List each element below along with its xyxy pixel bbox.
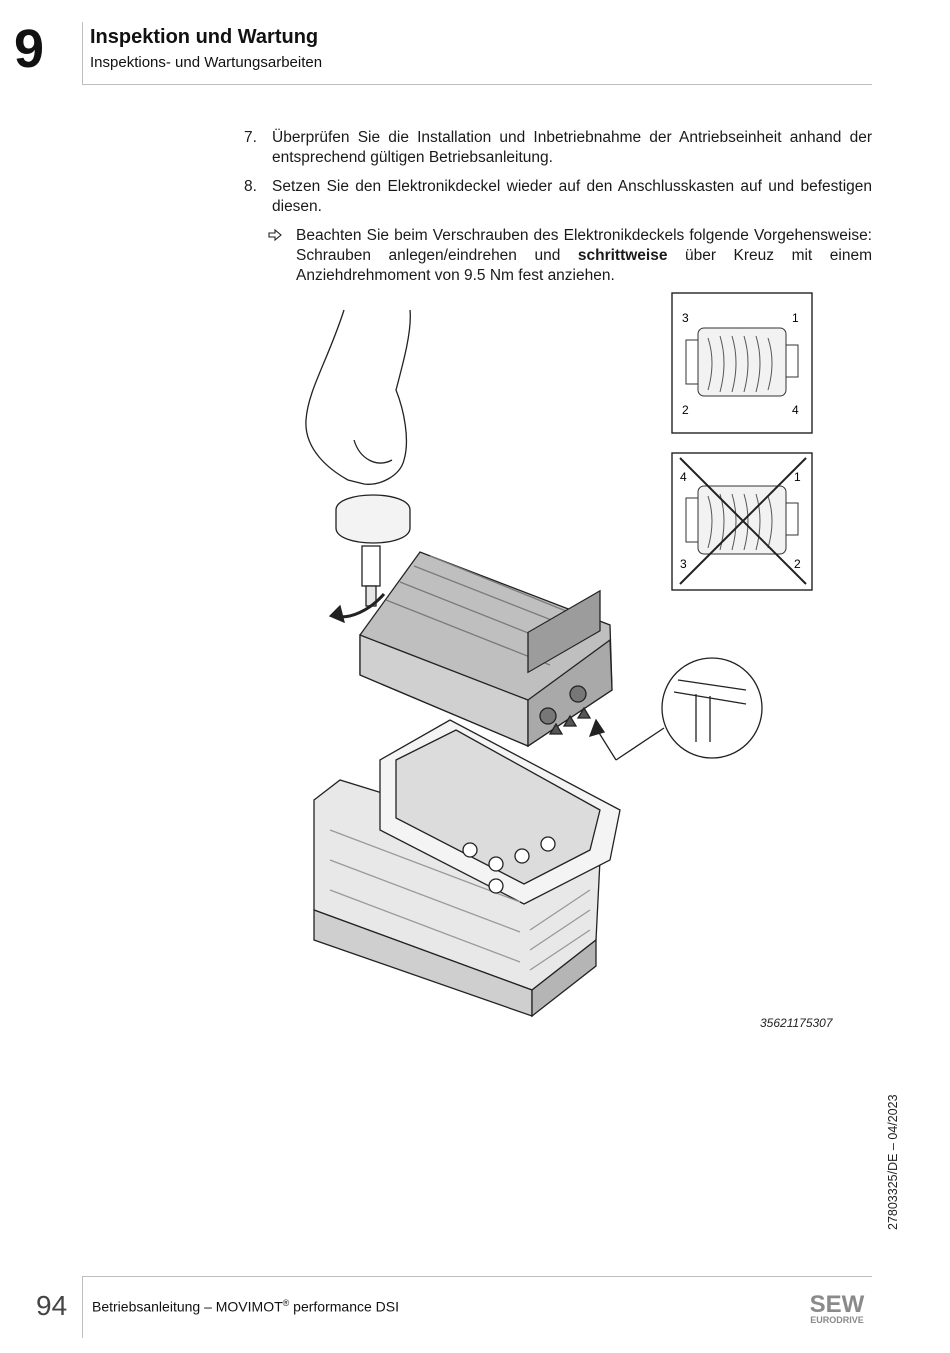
logo-sub-text: EURODRIVE [810, 1315, 864, 1325]
document-title: Betriebsanleitung – MOVIMOT® performance… [92, 1298, 399, 1315]
instruction-steps: 7. Überprüfen Sie die Installation und I… [244, 128, 872, 286]
chapter-number: 9 [14, 19, 45, 79]
step-7: 7. Überprüfen Sie die Installation und I… [244, 128, 872, 168]
registered-mark: ® [282, 1298, 290, 1308]
step-text: Überprüfen Sie die Installation und Inbe… [272, 129, 872, 166]
hint-note: Beachten Sie beim Verschrauben des Elekt… [268, 226, 872, 286]
step-8: 8. Setzen Sie den Elektronikdeckel wiede… [244, 177, 872, 217]
electronics-cover [359, 551, 613, 748]
arrow-outline-icon [268, 226, 296, 286]
document-title-prefix: Betriebsanleitung – MOVIMOT [92, 1298, 283, 1315]
correct-label-top-left: 3 [682, 311, 689, 325]
section-title: Inspektions- und Wartungsarbeiten [90, 54, 323, 71]
correct-label-bottom-right: 4 [792, 403, 799, 417]
document-code: 27803325/DE – 04/2023 [886, 1094, 900, 1230]
step-text: Setzen Sie den Elektronikdeckel wieder a… [272, 178, 872, 215]
footer-divider-horizontal [82, 1276, 872, 1277]
assembly-illustration: 3 1 2 4 4 1 3 2 [305, 292, 813, 1018]
wrong-label-top-right: 1 [794, 470, 801, 484]
sew-eurodrive-logo: SEW EURODRIVE [810, 1291, 865, 1325]
wrong-order-panel: 4 1 3 2 [671, 452, 813, 591]
page-number: 94 [36, 1290, 68, 1321]
logo-main-text: SEW [810, 1291, 865, 1318]
hint-text: Beachten Sie beim Verschrauben des Elekt… [296, 226, 872, 286]
seal-detail-callout [588, 657, 763, 761]
hint-text-part: über Kreuz mit einem Anziehdrehmoment vo… [296, 247, 872, 284]
figure-id: 35621175307 [760, 1016, 833, 1030]
hand-screwdriver [305, 309, 411, 624]
hint-text-part: Beachten Sie beim Verschrauben des Elekt… [296, 227, 872, 264]
header-divider-horizontal [82, 84, 872, 85]
wrong-label-bottom-left: 3 [680, 557, 687, 571]
hint-text-bold: schrittweise [577, 247, 668, 264]
step-number: 7. [244, 129, 257, 146]
correct-label-bottom-left: 2 [682, 403, 689, 417]
step-number: 8. [244, 178, 257, 195]
footer-divider-vertical [82, 1276, 83, 1338]
terminal-box-motor [313, 719, 621, 1018]
header-divider-vertical [82, 22, 83, 84]
correct-label-top-right: 1 [792, 311, 799, 325]
correct-order-panel: 3 1 2 4 [671, 292, 813, 434]
wrong-label-top-left: 4 [680, 470, 687, 484]
chapter-title: Inspektion und Wartung [90, 26, 319, 48]
wrong-label-bottom-right: 2 [794, 557, 801, 571]
document-title-suffix: performance DSI [289, 1298, 399, 1315]
